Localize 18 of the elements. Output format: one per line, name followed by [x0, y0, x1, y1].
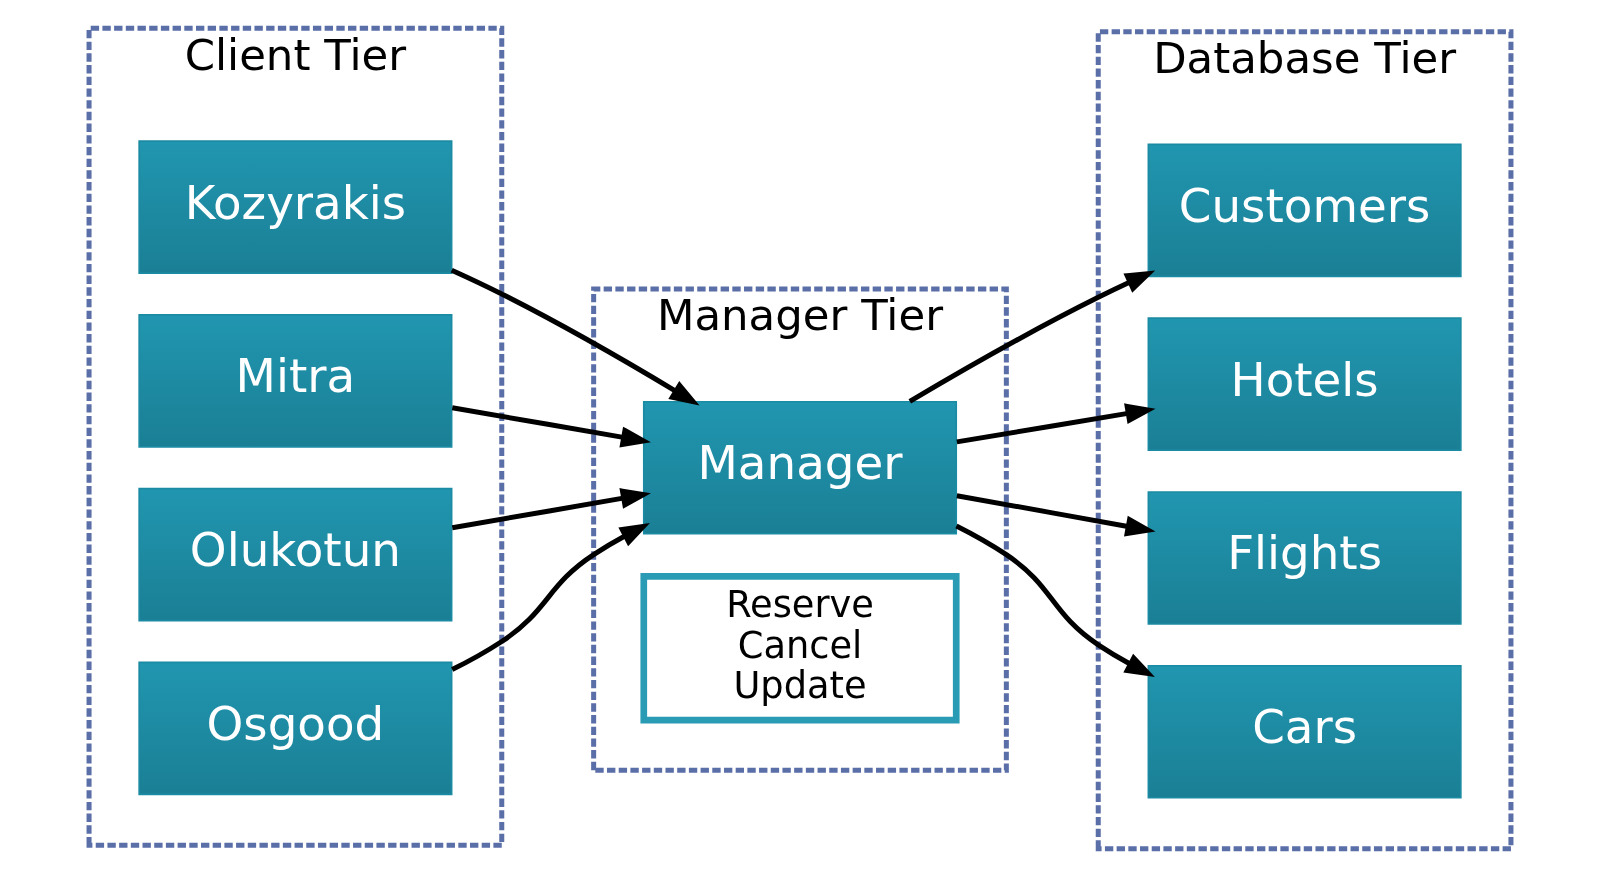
arrow	[955, 523, 1155, 678]
arrow	[450, 267, 700, 406]
node-box: Manager	[642, 400, 958, 535]
node-box: Customers	[1147, 143, 1462, 278]
arrow	[956, 403, 1156, 445]
node-box: Mitra	[138, 314, 453, 448]
node-box: Osgood	[138, 661, 453, 796]
node-box: Kozyrakis	[138, 140, 453, 274]
arrow	[451, 523, 650, 672]
node-box: Hotels	[1147, 317, 1462, 452]
arrow	[908, 270, 1156, 404]
node-box: Cars	[1147, 664, 1462, 799]
arrow	[451, 405, 651, 448]
node-box: Olukotun	[138, 487, 453, 622]
node-box: Flights	[1147, 491, 1462, 625]
arrow	[451, 488, 651, 531]
node-box: Reserve Cancel Update	[640, 573, 960, 724]
arrow	[956, 493, 1156, 537]
